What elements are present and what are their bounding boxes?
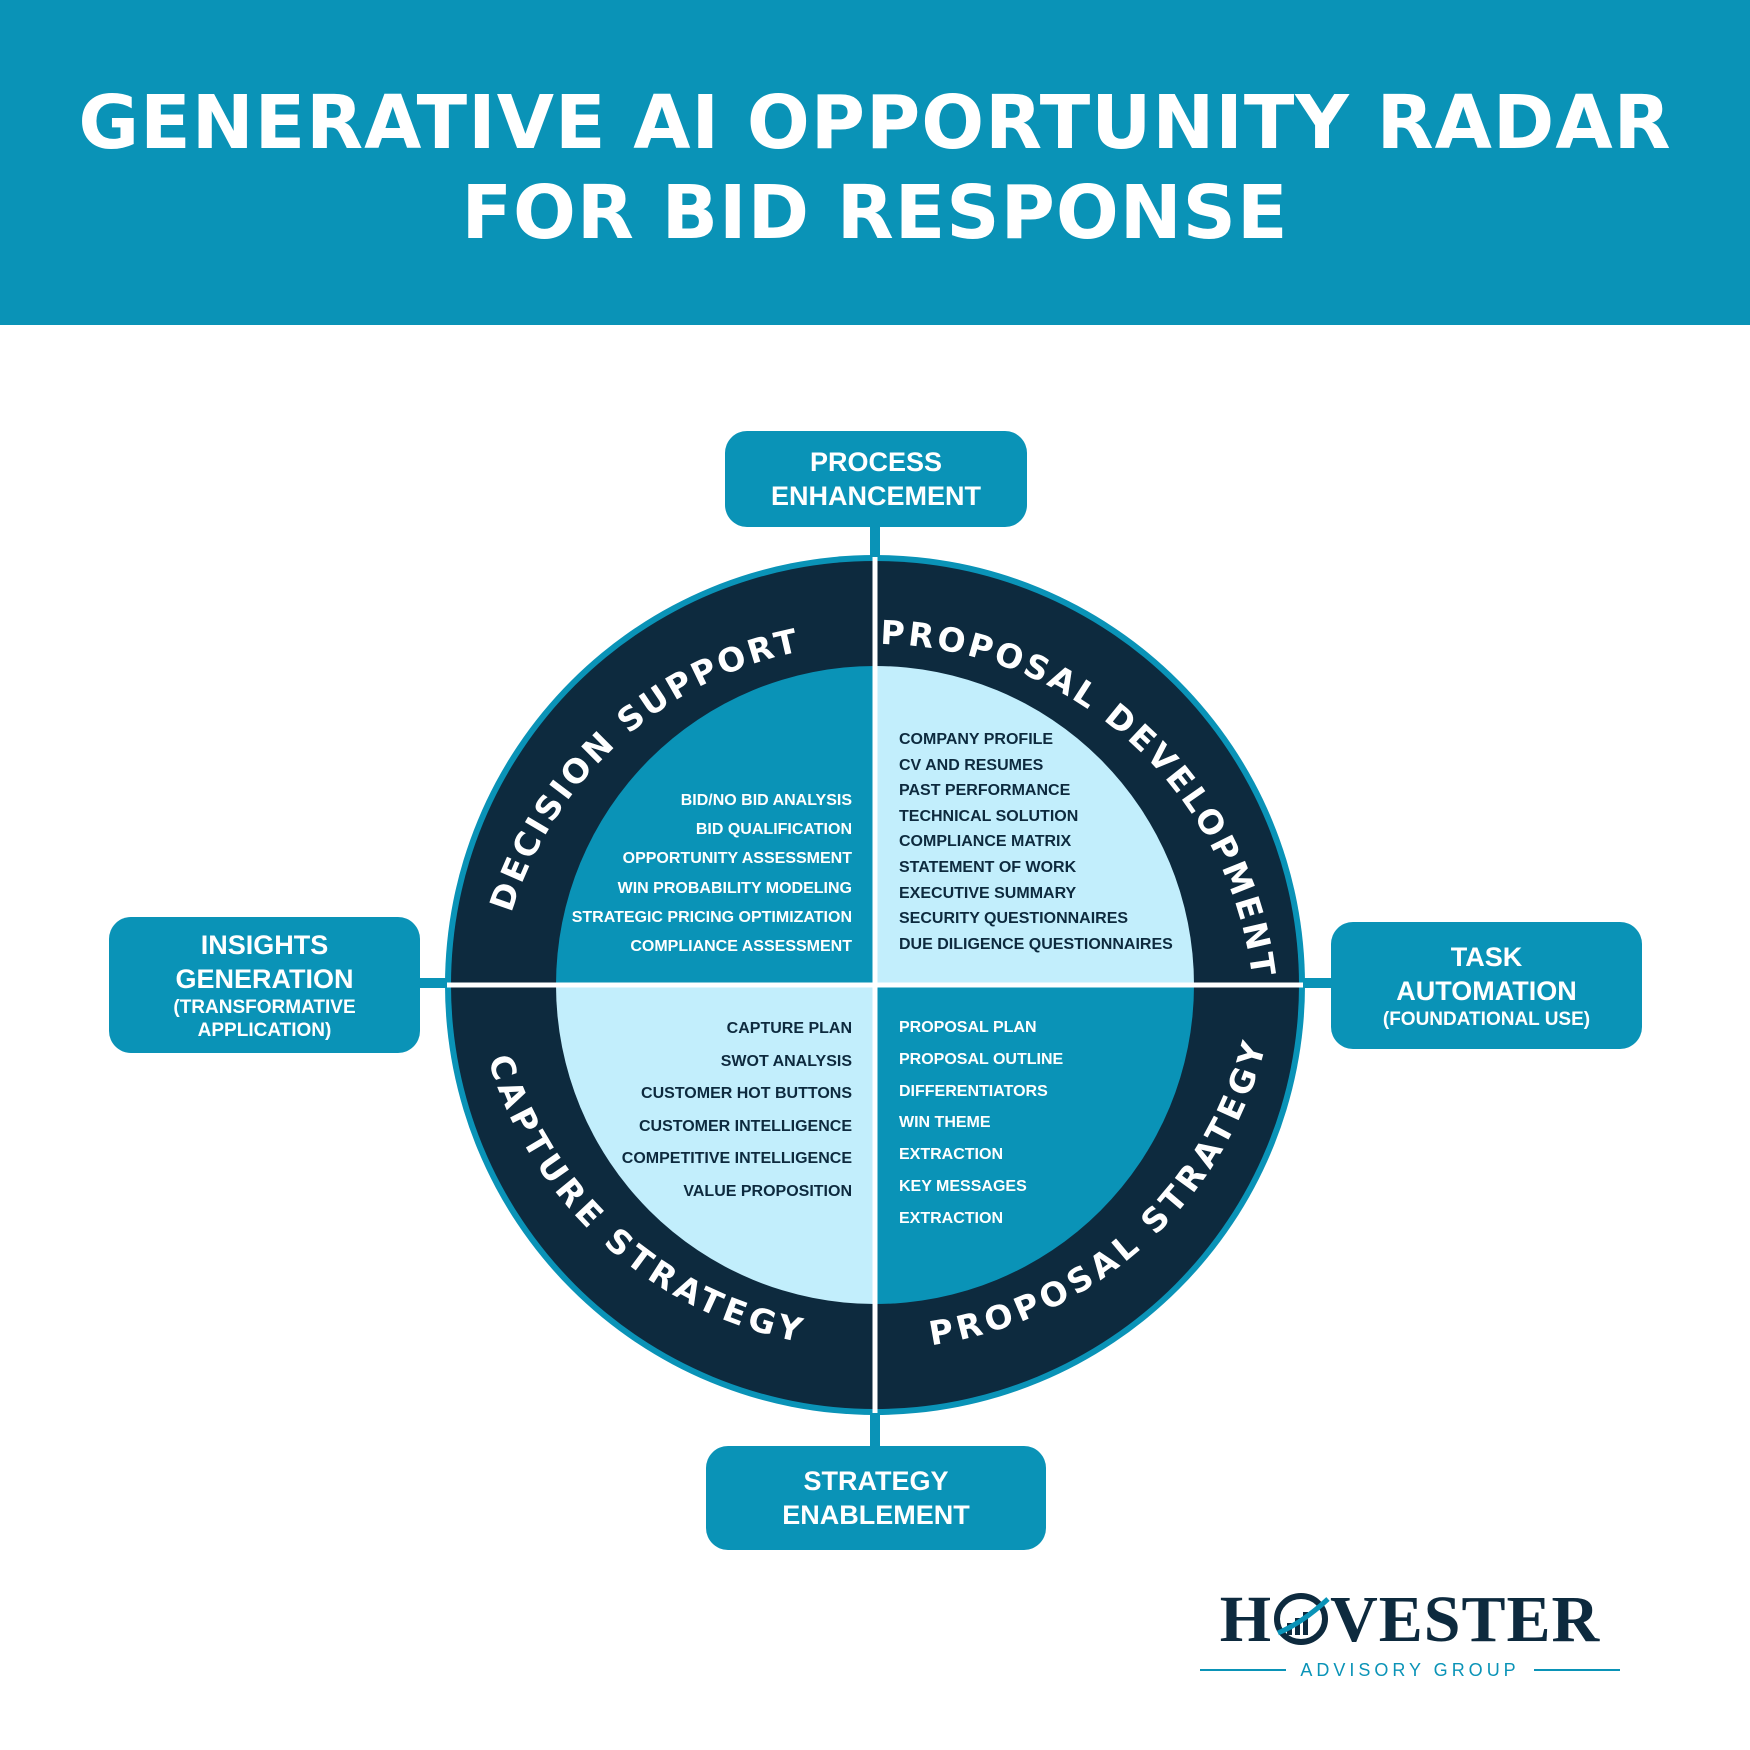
list-item: TECHNICAL SOLUTION [899, 807, 1079, 825]
list-item: EXECUTIVE SUMMARY [899, 884, 1077, 902]
list-item: EXTRACTION [899, 1146, 1003, 1164]
list-item: SECURITY QUESTIONNAIRES [899, 910, 1129, 928]
logo-wordmark: H VESTER [1200, 1585, 1620, 1655]
list-item: WIN PROBABILITY MODELING [617, 879, 852, 897]
quadrant-proposal-development [875, 666, 1194, 985]
list-item: BID QUALIFICATION [695, 821, 852, 839]
list-item: STATEMENT OF WORK [899, 858, 1077, 876]
title-line-1: GENERATIVE AI OPPORTUNITY RADAR [78, 79, 1672, 166]
logo-rule-left [1200, 1669, 1287, 1671]
list-item: CUSTOMER HOT BUTTONS [641, 1085, 852, 1103]
axis-insights-generation: INSIGHTS GENERATION (TRANSFORMATIVE APPL… [109, 917, 420, 1053]
list-item: PROPOSAL OUTLINE [899, 1050, 1064, 1068]
list-item: COMPANY PROFILE [899, 731, 1054, 748]
axis-top-line1: PROCESS [809, 447, 943, 477]
logo-rule-right [1533, 1669, 1621, 1671]
axis-bottom-line2: ENABLEMENT [782, 1500, 970, 1530]
logo-tagline-row: ADVISORY GROUP [1200, 1657, 1621, 1683]
axis-right-sub1: (FOUNDATIONAL USE) [1382, 1009, 1591, 1030]
quadrant-decision-support [556, 666, 875, 985]
list-item: DIFFERENTIATORS [899, 1082, 1048, 1100]
list-item: SWOT ANALYSIS [720, 1052, 852, 1070]
list-item: CUSTOMER INTELLIGENCE [638, 1117, 852, 1135]
capture-strategy-list: CAPTURE PLAN SWOT ANALYSIS CUSTOMER HOT BU… [622, 1013, 852, 1209]
list-item: CAPTURE PLAN [726, 1020, 852, 1037]
list-item: VALUE PROPOSITION [683, 1182, 852, 1200]
logo-wordmark-left: H [1219, 1583, 1273, 1656]
title-line-2: FOR BID RESPONSE [461, 169, 1289, 256]
quadrant-proposal-strategy [875, 985, 1194, 1304]
list-item: CV AND RESUMES [899, 756, 1044, 774]
list-item: COMPETITIVE INTELLIGENCE [621, 1150, 852, 1168]
axis-right-line1: TASK [1450, 942, 1523, 972]
axis-task-automation: TASK AUTOMATION (FOUNDATIONAL USE) [1331, 922, 1642, 1049]
list-item: DUE DILIGENCE QUESTIONNAIRES [899, 935, 1173, 953]
list-item: PAST PERFORMANCE [899, 782, 1071, 800]
list-item: COMPLIANCE ASSESSMENT [630, 938, 852, 956]
axis-bottom-line1: STRATEGY [803, 1466, 949, 1496]
logo-wordmark-right: VESTER [1330, 1583, 1601, 1656]
axis-left-line1: INSIGHTS [200, 930, 329, 960]
axis-left-sub2: APPLICATION) [197, 1020, 332, 1041]
list-item: BID/NO BID ANALYSIS [680, 792, 852, 809]
list-item: EXTRACTION [899, 1209, 1003, 1227]
logo-o-chart-icon [1274, 1593, 1330, 1645]
axis-strategy-enablement: STRATEGY ENABLEMENT [706, 1446, 1046, 1550]
axis-left-line2: GENERATION [175, 964, 354, 994]
header-banner: GENERATIVE AI OPPORTUNITY RADAR FOR BID … [0, 0, 1750, 325]
list-item: COMPLIANCE MATRIX [899, 833, 1072, 851]
list-item: PROPOSAL PLAN [899, 1019, 1037, 1036]
hovester-logo: H VESTER ADVISORY GROUP [1200, 1585, 1621, 1685]
axis-left-sub1: (TRANSFORMATIVE [173, 997, 356, 1018]
decision-support-list: BID/NO BID ANALYSIS BID QUALIFICATION OPPO… [572, 786, 852, 961]
axis-process-enhancement: PROCESS ENHANCEMENT [725, 431, 1027, 527]
proposal-development-list: COMPANY PROFILE CV AND RESUMES PAST PERFOR… [899, 727, 1173, 957]
proposal-strategy-list: PROPOSAL PLAN PROPOSAL OUTLINE DIFFERENTIA… [899, 1012, 1063, 1235]
list-item: WIN THEME [899, 1114, 991, 1132]
quadrant-capture-strategy [556, 985, 875, 1304]
axis-top-line2: ENHANCEMENT [770, 481, 981, 511]
list-item: KEY MESSAGES [899, 1177, 1027, 1195]
list-item: OPPORTUNITY ASSESSMENT [622, 850, 852, 868]
axis-right-line2: AUTOMATION [1396, 976, 1577, 1006]
list-item: STRATEGIC PRICING OPTIMIZATION [571, 908, 852, 926]
logo-tagline: ADVISORY GROUP [1300, 1659, 1520, 1680]
